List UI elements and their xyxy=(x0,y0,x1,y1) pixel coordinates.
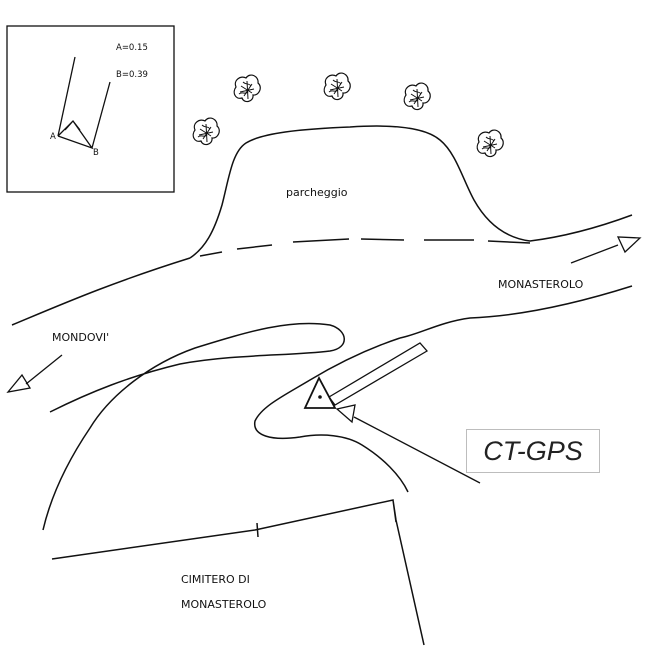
triangle-station-icon xyxy=(303,375,337,409)
monasterolo-road-label: MONASTEROLO xyxy=(498,278,584,291)
parking-label: parcheggio xyxy=(286,186,348,199)
pointer-arrow xyxy=(335,404,481,484)
instrument-pole xyxy=(328,342,429,406)
cemetery-label-line2: MONASTEROLO xyxy=(181,598,267,611)
parking-dashed-edge xyxy=(199,238,531,257)
road-edge-south xyxy=(42,322,345,531)
inset-param-a: A=0.15 xyxy=(116,43,148,53)
inset-lines xyxy=(57,56,111,150)
road-edge-east xyxy=(399,285,633,339)
cemetery-label-line1: CIMITERO DI xyxy=(181,573,250,586)
road-arrow-icon xyxy=(6,354,63,393)
cemetery-boundary xyxy=(51,499,425,646)
station-name-label: CT-GPS xyxy=(466,429,600,473)
trees xyxy=(192,72,504,158)
inset-point-b: B xyxy=(93,148,99,158)
inset-diagram: A=0.15 B=0.39 A B xyxy=(6,25,175,193)
tree-icon xyxy=(233,74,261,103)
inset-frame xyxy=(6,25,175,193)
road-edge-north xyxy=(11,257,191,326)
tree-icon xyxy=(323,72,351,101)
tree-icon xyxy=(403,82,431,111)
tree-icon xyxy=(476,129,504,158)
road-arrow-icon xyxy=(570,236,642,264)
inset-param-b: B=0.39 xyxy=(116,70,148,80)
tree-icon xyxy=(192,117,220,146)
road-edge-lower xyxy=(254,337,409,493)
parking-outline xyxy=(189,125,633,259)
inset-point-a: A xyxy=(50,132,56,142)
mondovi-road-label: MONDOVI' xyxy=(52,331,109,344)
